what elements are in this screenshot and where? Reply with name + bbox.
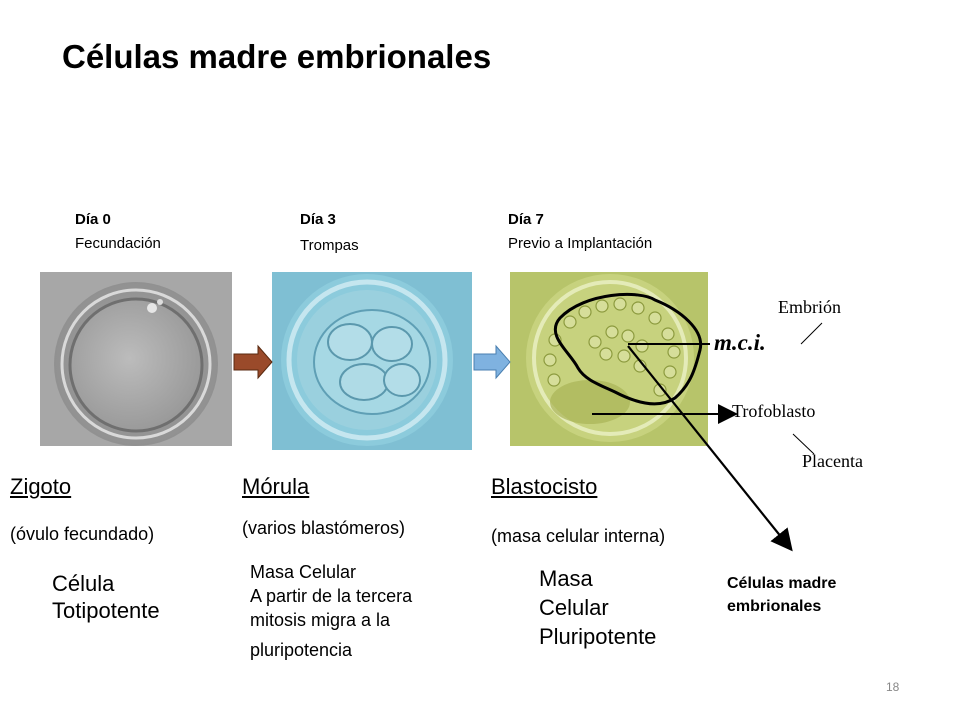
- embryo-label: Embrión: [778, 297, 841, 317]
- stem-cells-arrow: [627, 345, 793, 552]
- day3-header: Día 3 Trompas: [300, 208, 359, 258]
- zygote-potency-line2: Totipotente: [52, 598, 160, 623]
- arrow-morula-blastocyst: [473, 344, 511, 380]
- day0-header: Día 0 Fecundación: [75, 208, 161, 256]
- day7-desc: Previo a Implantación: [508, 235, 653, 252]
- stem-cells-label-line2: embrionales: [727, 598, 822, 615]
- page-title: Células madre embrionales: [62, 38, 492, 75]
- arrow-zygote-morula: [233, 344, 273, 380]
- day3-label: Día 3: [300, 211, 336, 228]
- day0-label: Día 0: [75, 211, 111, 228]
- embryo-line: [800, 322, 823, 345]
- zygote-potency: Célula Totipotente: [52, 570, 222, 624]
- day0-desc: Fecundación: [75, 235, 161, 252]
- trophoblast-label: Trofoblasto: [732, 401, 816, 421]
- stem-cells-label: Células madre embrionales: [727, 572, 836, 618]
- placenta-label: Placenta: [802, 451, 863, 471]
- stage-morula-sub: (varios blastómeros): [242, 518, 406, 538]
- stage-zygote-sub: (óvulo fecundado): [10, 524, 155, 544]
- stage-zygote-name: Zigoto: [10, 474, 72, 499]
- morula-potency-line4: pluripotencia: [250, 640, 353, 660]
- icm-outline: [553, 292, 703, 406]
- day3-desc: Trompas: [300, 237, 359, 254]
- placenta-line: [792, 433, 815, 455]
- morula-potency-line1: Masa Celular: [250, 562, 357, 582]
- blastocyst-potency-line1: Masa: [539, 566, 593, 591]
- stem-cells-label-line1: Células madre: [727, 575, 837, 592]
- morula-potency-line2: A partir de la tercera: [250, 586, 413, 606]
- stage-morula-name: Mórula: [242, 474, 310, 499]
- mci-label: m.c.i.: [714, 330, 766, 355]
- blastocyst-potency-line3: Pluripotente: [539, 624, 657, 649]
- blastocyst-potency-line2: Celular: [539, 595, 609, 620]
- blastocyst-potency: Masa Celular Pluripotente: [539, 564, 709, 651]
- morula-photo: [272, 272, 472, 450]
- stage-blastocyst-sub: (masa celular interna): [491, 526, 666, 546]
- stage-blastocyst-name: Blastocisto: [491, 474, 598, 499]
- zygote-photo: [40, 272, 232, 446]
- zygote-potency-line1: Célula: [52, 571, 115, 596]
- morula-potency: Masa Celular A partir de la tercera mito…: [250, 560, 490, 662]
- day7-header: Día 7 Previo a Implantación: [508, 208, 652, 256]
- morula-potency-line3: mitosis migra a la: [250, 610, 391, 630]
- day7-label: Día 7: [508, 211, 544, 228]
- page-number: 18: [886, 680, 900, 694]
- blastocyst-photo: [510, 272, 708, 446]
